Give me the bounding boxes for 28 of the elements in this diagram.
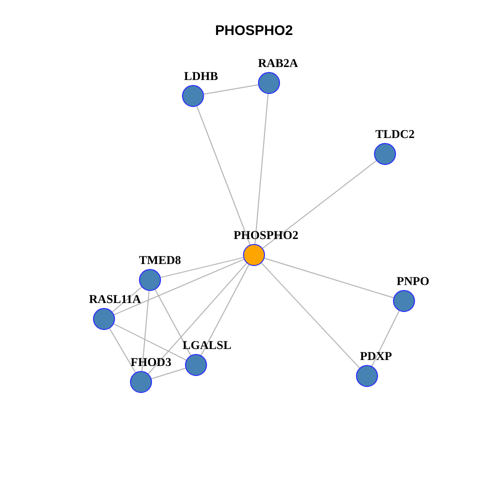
edge-line xyxy=(148,262,248,374)
node-label: PNPO xyxy=(396,275,430,287)
edge-line xyxy=(154,289,192,356)
node-label: LGALSL xyxy=(182,339,232,351)
node-label: TMED8 xyxy=(139,254,181,266)
node-label: PDXP xyxy=(360,350,392,362)
edge-line xyxy=(200,264,250,356)
node-label: LDHB xyxy=(184,70,218,82)
edge-line xyxy=(262,160,377,249)
chart-title: PHOSPHO2 xyxy=(215,22,293,38)
edge-line xyxy=(203,84,259,95)
edge-line xyxy=(254,93,269,245)
node-label: FHOD3 xyxy=(130,356,172,368)
node-label: TLDC2 xyxy=(375,128,415,140)
node-label: RASL11A xyxy=(89,293,141,305)
edge-line xyxy=(114,258,244,316)
edge-line xyxy=(113,323,187,361)
node-label: PHOSPHO2 xyxy=(234,229,298,241)
edge-line xyxy=(141,290,150,372)
edge-line xyxy=(160,257,244,278)
edge-line xyxy=(112,286,142,312)
edge-line xyxy=(264,258,394,298)
edge-line xyxy=(196,106,251,246)
edge-line xyxy=(109,328,136,374)
node-label: RAB2A xyxy=(258,57,298,69)
edge-line xyxy=(151,368,186,380)
edge-line xyxy=(371,310,400,367)
edge-line xyxy=(261,262,360,368)
